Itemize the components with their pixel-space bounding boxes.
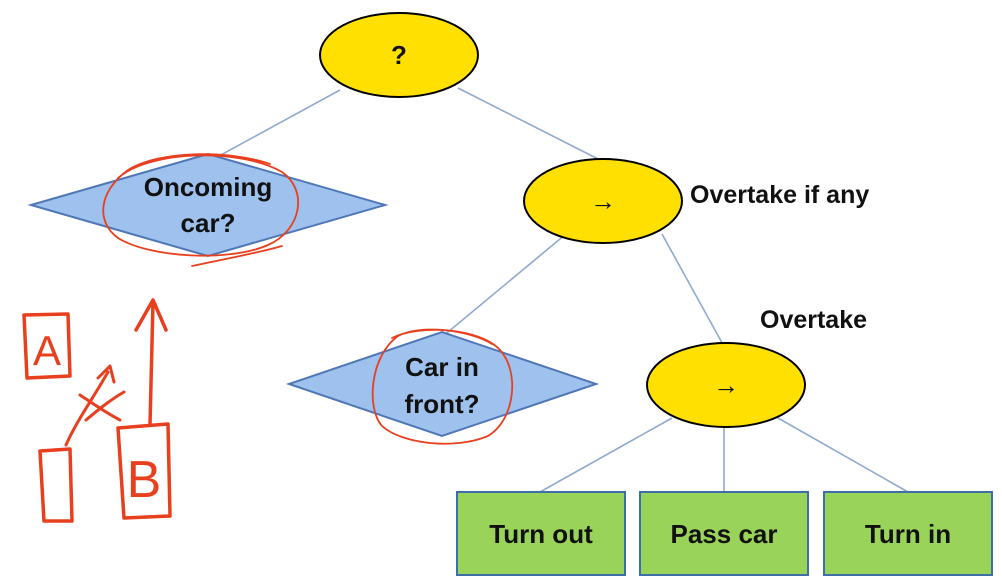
edge-root-oncoming [207, 89, 341, 163]
oncoming-car-diamond [27, 152, 389, 258]
car-in-front-condition: Car in front? [285, 330, 600, 438]
oncoming-car-line2: car? [181, 208, 236, 238]
overtake-if-any-sequence-node: → Overtake if any [523, 158, 869, 244]
car-in-front-line2: front? [404, 389, 479, 419]
ink-circle-car-in-front [371, 328, 513, 445]
action-turn-in: Turn in [823, 491, 993, 576]
action-turn-out: Turn out [456, 491, 626, 576]
ink-curved-arrow [64, 364, 116, 447]
edge-overtake-turnin [777, 417, 909, 493]
overtake-arrow-icon: → [713, 370, 739, 400]
edge-sequence-carinfront [435, 233, 567, 343]
action-pass-car: Pass car [639, 491, 809, 576]
root-selector-node: ? [319, 12, 479, 98]
edge-sequence-overtake [661, 233, 727, 351]
pass-car-box [639, 491, 809, 576]
overtake-label: Overtake [760, 306, 867, 334]
turn-in-box [823, 491, 993, 576]
ink-cross-mark [78, 390, 126, 422]
edge-overtake-turnout [539, 417, 673, 493]
pass-car-label: Pass car [671, 519, 778, 549]
ink-letter-a: A [33, 327, 61, 374]
ink-box-a [22, 312, 72, 380]
oncoming-car-condition: Oncoming car? [27, 152, 389, 258]
ink-circle-oncoming [102, 153, 299, 257]
root-selector-symbol: ? [391, 40, 407, 70]
overtake-if-any-shape [523, 158, 683, 244]
ink-box-left [38, 447, 74, 523]
ink-up-arrow [134, 298, 168, 427]
car-in-front-line1: Car in [405, 352, 479, 382]
tree-edges [207, 87, 909, 493]
overtake-if-any-arrow-icon: → [590, 186, 616, 216]
turn-out-box [456, 491, 626, 576]
overtake-shape [646, 342, 806, 428]
turn-out-label: Turn out [489, 519, 593, 549]
turn-in-label: Turn in [865, 519, 951, 549]
root-selector-shape [319, 12, 479, 98]
edge-root-sequence [457, 87, 601, 161]
ink-letter-b: B [127, 451, 162, 509]
overtake-if-any-label: Overtake if any [690, 181, 869, 209]
oncoming-car-line1: Oncoming [144, 172, 273, 202]
overtake-sequence-node: → Overtake [646, 306, 867, 428]
car-in-front-diamond [285, 330, 600, 438]
ink-tail-oncoming [191, 245, 283, 267]
handwritten-annotations: A B [22, 153, 513, 523]
